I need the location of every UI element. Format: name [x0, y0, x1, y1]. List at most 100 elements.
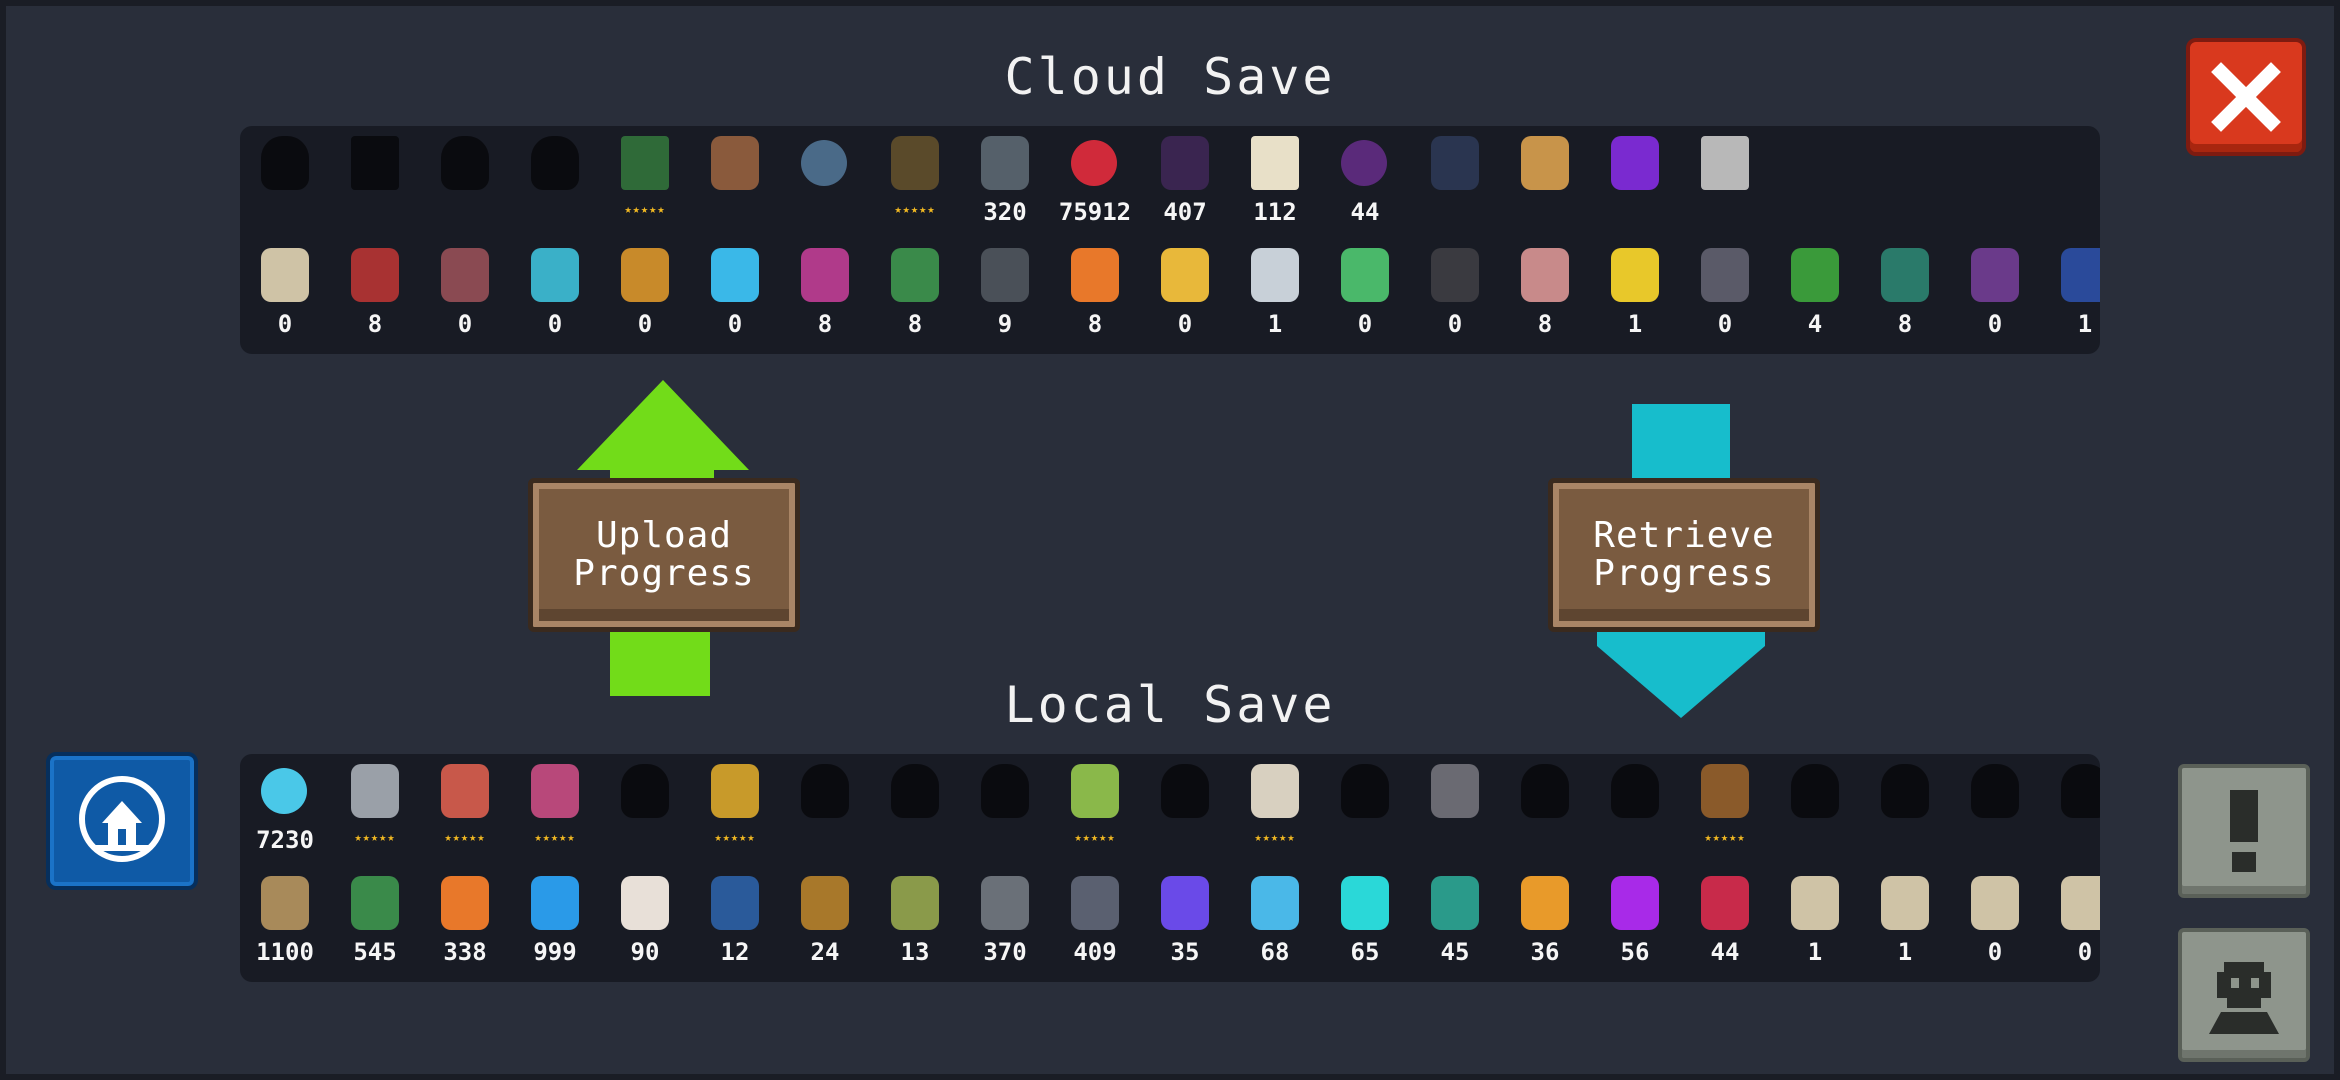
hammer-material-icon [801, 876, 849, 930]
retrieve-arrow-tail [1632, 404, 1730, 480]
inventory-cell: 1 [2040, 238, 2100, 348]
profile-button[interactable] [46, 752, 198, 890]
inventory-cell: 1 [1590, 238, 1680, 348]
orb-item-icon [801, 140, 847, 186]
inventory-cell: 545 [330, 866, 420, 976]
parchment-scroll-icon [261, 248, 309, 302]
scroll-card-icon [1251, 136, 1299, 190]
item-count: 0 [637, 310, 653, 338]
inventory-cell [690, 126, 780, 236]
alert-button[interactable] [2178, 764, 2310, 898]
item-count: 0 [1987, 310, 2003, 338]
shrine-emblem-icon [79, 776, 165, 862]
item-count: 1100 [256, 938, 314, 966]
inventory-cell: ★★★★★ [1680, 754, 1770, 864]
upload-progress-button[interactable]: Upload Progress [528, 478, 800, 632]
inventory-cell: 9 [960, 238, 1050, 348]
star-rating: ★★★★★ [354, 830, 396, 844]
item-count: 370 [983, 938, 1027, 966]
inventory-cell [1500, 754, 1590, 864]
upload-arrow-tail [610, 620, 710, 696]
item-count: 0 [1177, 310, 1193, 338]
inventory-cell [1590, 754, 1680, 864]
inventory-cell: 1 [1230, 238, 1320, 348]
locked-character-silhouette [801, 764, 849, 818]
retrieve-progress-button[interactable]: Retrieve Progress [1548, 478, 1820, 632]
inventory-cell: 44 [1680, 866, 1770, 976]
inventory-cell: 0 [240, 238, 330, 348]
feather-token-icon [711, 876, 759, 930]
inventory-cell: 75912 [1050, 126, 1140, 236]
inventory-cell: 13 [870, 866, 960, 976]
close-icon [2211, 62, 2281, 132]
locked-character-silhouette [1341, 764, 1389, 818]
knight-character-icon [351, 764, 399, 818]
inventory-cell [1500, 126, 1590, 236]
inventory-cell [1320, 754, 1410, 864]
inventory-cell: 999 [510, 866, 600, 976]
item-count: 0 [1717, 310, 1733, 338]
item-count: 24 [810, 938, 840, 966]
locked-character-silhouette [531, 136, 579, 190]
star-rating: ★★★★★ [1074, 830, 1116, 844]
inventory-cell: ★★★★★ [510, 754, 600, 864]
inventory-cell: 36 [1500, 866, 1590, 976]
item-count: 8 [1537, 310, 1553, 338]
orange-crystal-icon [1521, 876, 1569, 930]
orange-ore-icon [441, 876, 489, 930]
cloud-save-title: Cloud Save [1004, 48, 1336, 106]
inventory-cell: 35 [1140, 866, 1230, 976]
item-count: 35 [1170, 938, 1200, 966]
inventory-cell: 370 [960, 866, 1050, 976]
green-tower-icon [1881, 248, 1929, 302]
inventory-cell [870, 754, 960, 864]
item-count: 7230 [256, 826, 314, 854]
inventory-cell: 112 [1230, 126, 1320, 236]
inventory-cell: 8 [1860, 238, 1950, 348]
character-button[interactable] [2178, 928, 2310, 1062]
green-hammer-icon [891, 248, 939, 302]
inventory-cell [510, 126, 600, 236]
inventory-cell: 90 [600, 866, 690, 976]
inventory-cell: 8 [780, 238, 870, 348]
item-count: 545 [353, 938, 397, 966]
purple-rocket-icon [1611, 136, 1659, 190]
exclamation-icon [2230, 790, 2258, 872]
blue-wing-icon [2061, 248, 2100, 302]
inventory-cell: 56 [1590, 866, 1680, 976]
close-button[interactable] [2186, 38, 2306, 156]
blue-fish-icon [711, 248, 759, 302]
inventory-cell [780, 126, 870, 236]
inventory-cell [1770, 754, 1860, 864]
red-gadget-icon [351, 248, 399, 302]
white-spiky-icon [1251, 248, 1299, 302]
inventory-cell: ★★★★★ [330, 754, 420, 864]
item-count: 1 [1807, 938, 1823, 966]
retrieve-arrow-icon [1597, 646, 1765, 718]
cowboy-character-icon [1701, 764, 1749, 818]
crystal-plant-icon [1341, 248, 1389, 302]
inventory-cell [1860, 754, 1950, 864]
inventory-cell: 65 [1320, 866, 1410, 976]
item-count: 999 [533, 938, 577, 966]
inventory-cell [240, 126, 330, 236]
item-count: 44 [1350, 198, 1380, 226]
inventory-cell: 68 [1230, 866, 1320, 976]
fish-material-icon [891, 876, 939, 930]
inventory-cell [1410, 754, 1500, 864]
star-rating: ★★★★★ [1704, 830, 1746, 844]
dog-pet-icon [1521, 136, 1569, 190]
star-rating: ★★★★★ [714, 830, 756, 844]
stone-slab-icon [981, 248, 1029, 302]
orange-machine-icon [621, 248, 669, 302]
inventory-cell: 24 [780, 866, 870, 976]
inventory-cell: 0 [1950, 866, 2040, 976]
locked-character-silhouette [2061, 764, 2100, 818]
inventory-cell: ★★★★★ [1050, 754, 1140, 864]
item-count: 0 [547, 310, 563, 338]
item-count: 0 [1447, 310, 1463, 338]
totem-icon [441, 248, 489, 302]
